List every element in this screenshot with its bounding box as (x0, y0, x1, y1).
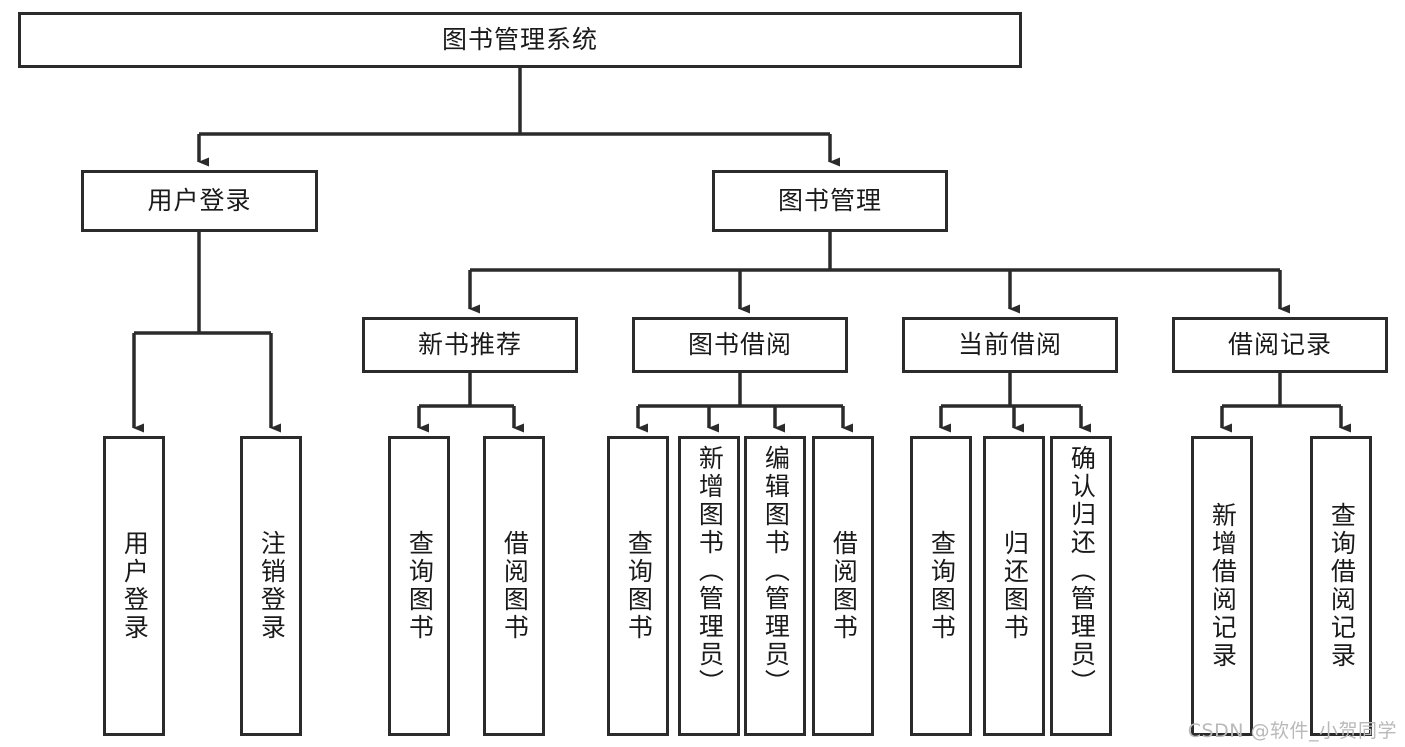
node-leaf-add-book-admin-label: 新增图书（管理员） (695, 445, 725, 697)
node-leaf-user-login[interactable]: 用户登录 (103, 436, 165, 736)
node-new-book-recommend[interactable]: 新书推荐 (362, 317, 578, 373)
node-leaf-user-login-label: 用户登录 (120, 530, 150, 642)
node-leaf-logout-label: 注销登录 (257, 530, 287, 642)
node-book-borrow[interactable]: 图书借阅 (632, 317, 848, 373)
node-leaf-confirm-return-admin-label: 确认归还（管理员） (1067, 445, 1097, 697)
node-leaf-edit-book-admin[interactable]: 编辑图书（管理员） (744, 436, 806, 736)
node-leaf-add-book-admin[interactable]: 新增图书（管理员） (678, 436, 740, 736)
node-leaf-logout[interactable]: 注销登录 (240, 436, 302, 736)
node-user-login[interactable]: 用户登录 (81, 170, 318, 232)
node-leaf-query-record[interactable]: 查询借阅记录 (1310, 436, 1372, 736)
node-borrow-record[interactable]: 借阅记录 (1172, 317, 1388, 373)
node-current-borrow[interactable]: 当前借阅 (902, 317, 1118, 373)
node-root-label: 图书管理系统 (441, 25, 598, 55)
node-new-book-recommend-label: 新书推荐 (417, 330, 522, 360)
node-leaf-return-book[interactable]: 归还图书 (983, 436, 1045, 736)
node-book-borrow-label: 图书借阅 (687, 330, 792, 360)
node-root[interactable]: 图书管理系统 (18, 12, 1022, 68)
node-leaf-query-book-1[interactable]: 查询图书 (388, 436, 450, 736)
node-leaf-query-book-2-label: 查询图书 (624, 530, 654, 642)
node-leaf-borrow-book-1-label: 借阅图书 (500, 530, 530, 642)
node-user-login-label: 用户登录 (147, 186, 252, 216)
node-leaf-query-book-2[interactable]: 查询图书 (607, 436, 669, 736)
node-leaf-query-book-1-label: 查询图书 (405, 530, 435, 642)
node-leaf-query-record-label: 查询借阅记录 (1327, 502, 1357, 670)
node-leaf-confirm-return-admin[interactable]: 确认归还（管理员） (1050, 436, 1112, 736)
node-leaf-borrow-book-1[interactable]: 借阅图书 (483, 436, 545, 736)
node-leaf-query-book-3[interactable]: 查询图书 (910, 436, 972, 736)
watermark-text: CSDN @软件_小贺同学 (1187, 720, 1397, 742)
node-current-borrow-label: 当前借阅 (957, 330, 1062, 360)
node-leaf-add-record[interactable]: 新增借阅记录 (1191, 436, 1253, 736)
node-leaf-borrow-book-2-label: 借阅图书 (829, 530, 859, 642)
node-leaf-edit-book-admin-label: 编辑图书（管理员） (761, 445, 791, 697)
node-leaf-add-record-label: 新增借阅记录 (1208, 502, 1238, 670)
node-leaf-query-book-3-label: 查询图书 (927, 530, 957, 642)
node-book-manage-label: 图书管理 (777, 186, 882, 216)
node-borrow-record-label: 借阅记录 (1227, 330, 1332, 360)
node-leaf-return-book-label: 归还图书 (1000, 530, 1030, 642)
node-book-manage[interactable]: 图书管理 (712, 170, 948, 232)
node-leaf-borrow-book-2[interactable]: 借阅图书 (812, 436, 874, 736)
